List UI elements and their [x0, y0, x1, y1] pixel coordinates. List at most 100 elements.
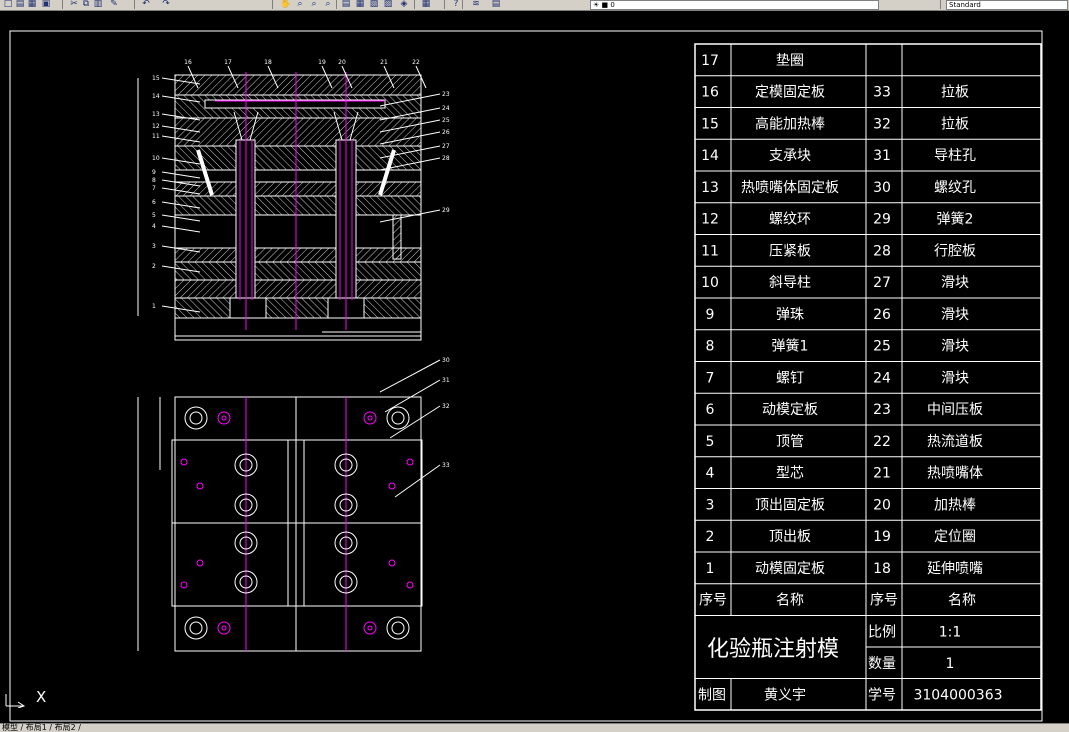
pan-icon[interactable]: ✋: [280, 0, 292, 9]
callout-label: 20: [338, 59, 346, 66]
properties-icon[interactable]: ▤: [341, 0, 351, 9]
bom-name-right: 弹簧2: [937, 212, 974, 228]
screw-hole: [217, 621, 231, 635]
bom-name-right: 螺纹孔: [934, 180, 976, 196]
bom-name-left: 螺钉: [776, 370, 804, 386]
ejector-hole: [180, 581, 188, 589]
bom-name-right: 拉板: [941, 85, 969, 101]
bom-name-left: 定模固定板: [755, 85, 825, 101]
toolbar-separator: [940, 0, 941, 9]
bom-name-right: 中间压板: [927, 402, 983, 418]
bom-seq-left: 14: [701, 148, 719, 164]
screw-hole: [363, 621, 377, 635]
bom-name-left: 顶出板: [769, 529, 811, 545]
layer-manager-icon[interactable]: ≋: [472, 0, 480, 9]
bom-header-seq: 序号: [870, 593, 898, 609]
mold-plate: [174, 195, 422, 216]
bom-name-right: 滑块: [941, 369, 969, 386]
guide-pillar-hole: [386, 616, 410, 640]
layout-tabs[interactable]: 模型 / 布局1 / 布局2 /: [2, 723, 81, 732]
scale-value: 1:1: [939, 624, 962, 640]
guide-pillar-hole: [184, 406, 208, 430]
callout-label: 25: [442, 117, 450, 124]
leader-line: [161, 214, 201, 222]
leader-line: [161, 77, 201, 85]
screw-hole: [363, 411, 377, 425]
bom-name-right: 滑块: [941, 338, 969, 355]
leader-line: [379, 107, 441, 121]
cavity-core: [339, 498, 353, 512]
cut-icon[interactable]: ✂: [70, 0, 78, 9]
leader-line: [227, 65, 239, 89]
cavity-ring: [334, 531, 358, 555]
mold-plate: [174, 214, 422, 249]
text-style-dropdown[interactable]: Standard: [946, 0, 1068, 10]
tool-palette-icon[interactable]: ▧: [369, 0, 379, 9]
drawn-by-label: 制图: [698, 687, 726, 703]
bom-name-left: 压紧板: [769, 243, 811, 259]
callout-label: 23: [442, 91, 450, 98]
bom-seq-left: 6: [706, 402, 715, 418]
callout-label: 14: [152, 93, 160, 100]
sheet-set-icon[interactable]: ▨: [383, 0, 393, 9]
callout-label: 16: [184, 59, 192, 66]
cavity-core: [239, 458, 253, 472]
redo-icon[interactable]: ↷: [162, 0, 170, 9]
print-icon[interactable]: ▣: [41, 0, 51, 9]
bom-seq-right: 22: [873, 434, 891, 450]
callout-label: 28: [442, 155, 450, 162]
bom-name-right: 导柱孔: [934, 148, 976, 164]
screw-hole: [221, 625, 227, 631]
leader-line: [161, 95, 201, 103]
help-icon[interactable]: ?: [453, 0, 459, 9]
callout-label: 4: [152, 223, 156, 230]
cavity-ring: [334, 453, 358, 477]
bom-seq-right: 33: [873, 85, 891, 101]
callout-label: 5: [152, 212, 156, 219]
open-icon[interactable]: ▤: [15, 0, 25, 9]
markup-icon[interactable]: ◈: [400, 0, 408, 9]
new-icon[interactable]: □: [3, 0, 13, 9]
save-icon[interactable]: ▦: [27, 0, 37, 9]
undo-icon[interactable]: ↶: [142, 0, 150, 9]
layer-dropdown[interactable]: ☀ ■ 0: [590, 0, 879, 10]
bom-name-left: 型芯: [776, 466, 804, 482]
callout-label: 26: [442, 129, 450, 136]
bom-name-right: 定位圈: [934, 529, 976, 545]
bom-name-left: 弹珠: [776, 307, 804, 323]
callout-label: 24: [442, 105, 450, 112]
match-prop-icon[interactable]: ✎: [110, 0, 118, 9]
zoom-realtime-icon[interactable]: ⌕: [297, 0, 303, 9]
layer-state-icon[interactable]: ▤: [491, 0, 501, 9]
ucs-x-label: X: [36, 688, 47, 706]
bom-seq-left: 16: [701, 85, 719, 101]
guide-pillar-hole: [189, 411, 203, 425]
callout-label: 1: [152, 303, 156, 310]
zoom-window-icon[interactable]: ⌕: [311, 0, 317, 9]
angle-pin: [378, 149, 396, 196]
bom-seq-left: 13: [701, 180, 719, 196]
calc-icon[interactable]: ▦: [421, 0, 431, 9]
leader-line: [161, 245, 201, 253]
zoom-previous-icon[interactable]: ⌕: [325, 0, 331, 9]
paste-icon[interactable]: ▥: [93, 0, 103, 9]
leader-line: [379, 145, 441, 159]
screw-hole: [367, 625, 373, 631]
copy-icon[interactable]: ⧉: [82, 0, 90, 9]
mold-plate: [174, 117, 422, 147]
bom-seq-right: 29: [873, 212, 891, 228]
ucs-icon: [4, 692, 28, 712]
bom-name-left: 动模定板: [762, 402, 818, 418]
guide-pillar-hole: [386, 406, 410, 430]
cavity-ring: [334, 570, 358, 594]
guide-pillar-hole: [184, 616, 208, 640]
guide-pillar-hole: [391, 411, 405, 425]
drawing-frame: [9, 30, 1043, 722]
ejector-hole: [388, 559, 396, 567]
ejector-base: [229, 297, 267, 319]
design-center-icon[interactable]: ▦: [355, 0, 365, 9]
cavity-ring: [234, 570, 258, 594]
mold-plate: [174, 297, 422, 319]
mold-plate: [174, 279, 422, 299]
